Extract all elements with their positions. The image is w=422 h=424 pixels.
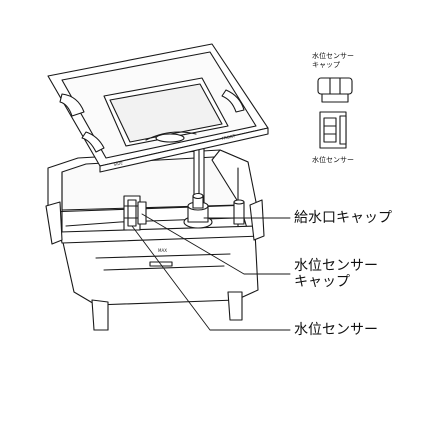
tank-body bbox=[45, 149, 265, 331]
lid-mark-right: FRONT bbox=[221, 133, 236, 141]
inlet-cap-label: 給水口キャップ bbox=[294, 210, 392, 226]
sensor-label: 水位センサー bbox=[294, 322, 378, 338]
tank-front-mark: MAX bbox=[158, 248, 167, 253]
inset-cap-label-line1: 水位センサー bbox=[312, 52, 354, 60]
inlet-cap bbox=[183, 192, 213, 229]
inset-sensor-label: 水位センサー bbox=[312, 156, 354, 164]
sensor-cap-label: 水位センサー キャップ bbox=[294, 258, 378, 290]
tank-inner-post bbox=[233, 199, 245, 225]
inset-cap-label-line2: キャップ bbox=[312, 60, 340, 69]
sensor-cap-label-line2: キャップ bbox=[294, 274, 350, 291]
leader-sensor-cap bbox=[141, 213, 291, 275]
water-level-sensor bbox=[123, 195, 147, 231]
inset-cap-label: 水位センサー キャップ bbox=[312, 52, 354, 70]
inset-sensor bbox=[319, 111, 347, 149]
sensor-cap-label-line1: 水位センサー bbox=[294, 258, 378, 274]
lid-mark-left: SIDE bbox=[113, 160, 124, 167]
tank-lid bbox=[47, 43, 269, 173]
leader-sensor bbox=[131, 225, 291, 331]
leader-lines bbox=[131, 213, 291, 331]
inset-sensor-cap bbox=[317, 77, 353, 103]
